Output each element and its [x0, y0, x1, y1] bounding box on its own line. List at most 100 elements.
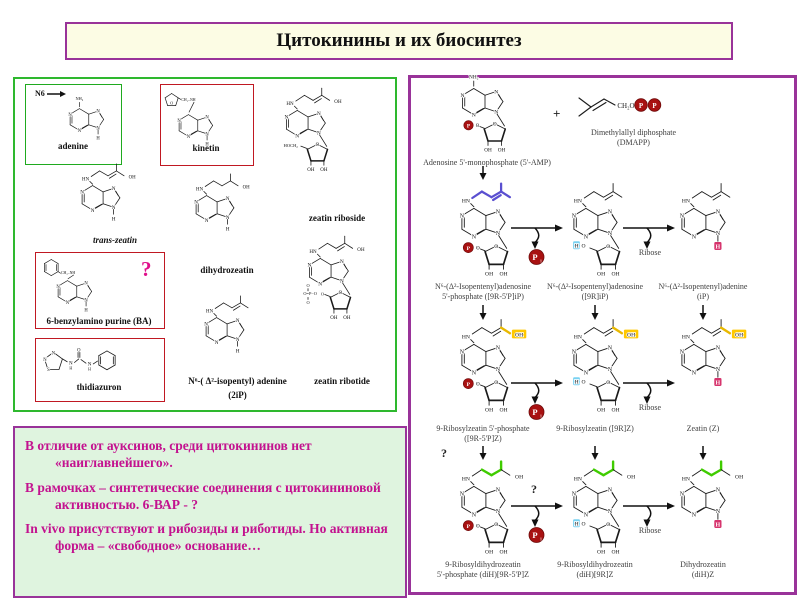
- structure-caption: N⁶-(Δ²-Isopentenyl)adenosine 5'-phosphat…: [434, 282, 532, 302]
- svg-text:N: N: [194, 200, 198, 206]
- svg-text:N: N: [226, 215, 230, 221]
- svg-text:OH: OH: [334, 99, 342, 105]
- structure-label: zeatin ribotide: [314, 376, 370, 386]
- svg-text:OH: OH: [735, 474, 743, 480]
- svg-text:N: N: [496, 231, 501, 237]
- svg-text:N: N: [716, 509, 721, 515]
- structure-label: adenine: [57, 141, 88, 151]
- svg-text:P: P: [532, 252, 537, 262]
- svg-text:N: N: [572, 492, 577, 498]
- svg-text:OH: OH: [129, 176, 137, 181]
- svg-text:O: O: [170, 101, 173, 106]
- svg-text:N: N: [112, 205, 116, 211]
- svg-text:P: P: [532, 407, 537, 417]
- structure-caption: Adenosine 5'-monophosphate (5'-AMP): [423, 158, 551, 167]
- svg-text:OH: OH: [243, 186, 251, 191]
- svg-text:N: N: [496, 210, 501, 216]
- svg-text:OH: OH: [499, 550, 507, 556]
- svg-text:N: N: [284, 115, 288, 121]
- svg-text:N: N: [496, 488, 501, 494]
- svg-text:N: N: [177, 119, 181, 124]
- svg-text:N: N: [80, 190, 84, 196]
- svg-text:N: N: [68, 113, 72, 118]
- svg-text:P: P: [467, 382, 471, 388]
- ribose-label: Ribose: [638, 403, 662, 412]
- arrow-right-icon: [46, 90, 66, 97]
- svg-text:P: P: [467, 246, 471, 252]
- svg-text:N: N: [608, 488, 613, 494]
- structure-label: (2iP): [228, 390, 247, 400]
- structure-label: dihydrozeatin: [200, 265, 254, 275]
- svg-text:O: O: [306, 283, 309, 288]
- svg-text:H: H: [716, 380, 721, 386]
- svg-text:N: N: [43, 358, 47, 363]
- svg-text:N: N: [78, 129, 82, 134]
- svg-text:O: O: [476, 124, 480, 129]
- adenine-box: [25, 84, 122, 165]
- benzylamino-purine-box: [35, 252, 165, 329]
- svg-text:N: N: [716, 346, 721, 352]
- svg-text:N: N: [496, 509, 501, 515]
- svg-text:N: N: [472, 113, 476, 119]
- structure-caption: Zeatin (Z): [686, 424, 720, 433]
- svg-text:OH: OH: [485, 272, 493, 278]
- svg-text:N: N: [472, 370, 477, 376]
- arrow-down-icon: [699, 446, 707, 460]
- note-line: В рамочках – синтетические соединения с …: [25, 479, 381, 512]
- svg-text:CH₂–NH: CH₂–NH: [181, 98, 195, 102]
- svg-text:H: H: [88, 366, 91, 371]
- svg-text:N: N: [472, 234, 477, 240]
- svg-text:HN: HN: [286, 101, 294, 107]
- svg-text:HN: HN: [682, 476, 690, 482]
- structure-caption: 9-Ribosylzeatin 5'-phosphate ([9R-5'P]Z): [436, 424, 530, 444]
- svg-text:N: N: [205, 132, 209, 137]
- svg-text:N: N: [226, 196, 230, 202]
- svg-text:H: H: [716, 522, 721, 528]
- svg-text:NH₂: NH₂: [469, 74, 479, 80]
- svg-text:N: N: [56, 285, 60, 290]
- structure-caption: Dihydrozeatin (diH)Z: [680, 560, 726, 580]
- question-mark: ?: [141, 257, 152, 281]
- svg-text:N: N: [692, 234, 697, 240]
- arrow-right-icon: [623, 224, 675, 249]
- svg-text:OH: OH: [597, 272, 605, 278]
- svg-text:OH: OH: [611, 408, 619, 414]
- svg-text:N: N: [96, 126, 100, 131]
- svg-text:N: N: [608, 367, 613, 373]
- svg-text:OH: OH: [627, 474, 635, 480]
- svg-text:N: N: [236, 318, 240, 324]
- svg-text:HN: HN: [682, 198, 690, 204]
- svg-text:O: O: [581, 244, 585, 250]
- svg-text:H: H: [716, 244, 721, 250]
- svg-text:HN: HN: [309, 249, 317, 255]
- svg-text:P: P: [639, 102, 644, 110]
- svg-text:O: O: [476, 246, 480, 252]
- svg-text:O: O: [581, 380, 585, 386]
- page-title: Цитокинины и их биосинтез: [65, 22, 733, 60]
- svg-text:OH: OH: [515, 474, 523, 480]
- svg-text:N: N: [66, 301, 70, 306]
- svg-text:H: H: [112, 217, 116, 223]
- svg-text:N: N: [494, 110, 498, 116]
- svg-text:N: N: [52, 352, 56, 357]
- svg-text:OH: OH: [357, 247, 365, 253]
- svg-text:OH: OH: [499, 272, 507, 278]
- n6-label: N6: [35, 89, 45, 98]
- arrow-down-icon: [591, 446, 599, 460]
- svg-text:N: N: [460, 214, 465, 220]
- svg-text:HN: HN: [574, 334, 582, 340]
- svg-text:N: N: [215, 340, 219, 346]
- arrow-right-icon: [511, 379, 563, 404]
- svg-text:OH: OH: [307, 167, 315, 173]
- svg-text:HOCH₂: HOCH₂: [284, 143, 299, 148]
- svg-text:P: P: [532, 530, 537, 540]
- svg-text:N: N: [716, 231, 721, 237]
- svg-text:N: N: [307, 263, 311, 269]
- svg-text:OH: OH: [343, 315, 351, 321]
